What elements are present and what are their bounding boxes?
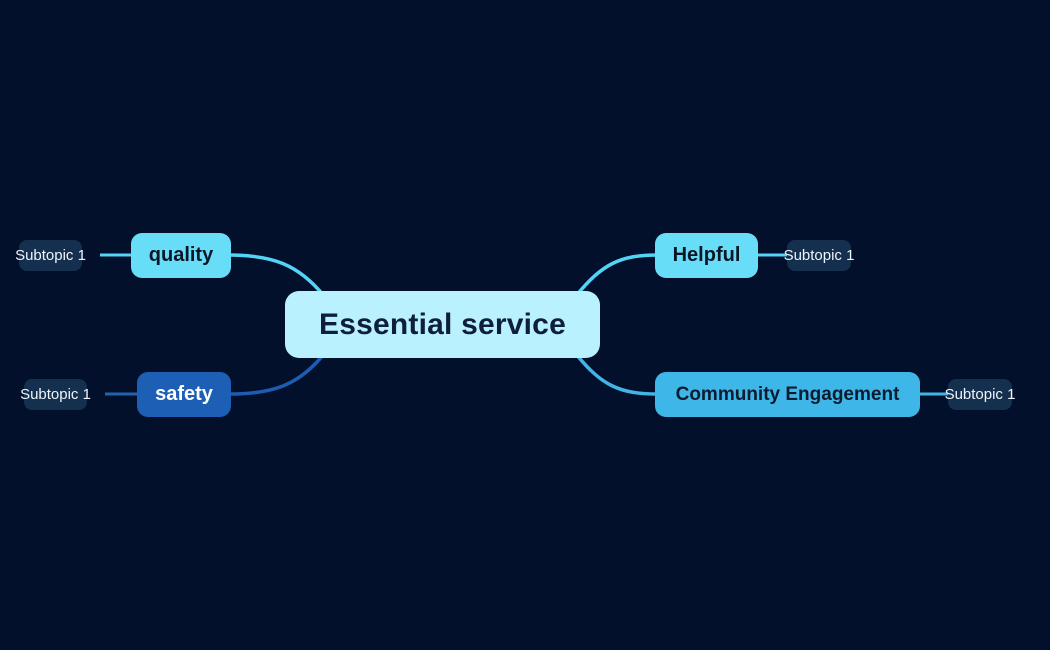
node-essential-service[interactable]: Essential service	[285, 291, 600, 358]
branch-curve-quality	[226, 253, 326, 298]
node-helpful-subtopic-1[interactable]: Subtopic 1	[784, 240, 854, 271]
node-safety-subtopic-1[interactable]: Subtopic 1	[20, 379, 91, 410]
node-quality-subtopic-1[interactable]: Subtopic 1	[15, 240, 86, 271]
branch-curve-helpful	[574, 253, 660, 298]
node-quality[interactable]: quality	[131, 233, 231, 278]
node-safety[interactable]: safety	[137, 372, 231, 417]
branch-curve-safety	[227, 352, 326, 396]
node-helpful[interactable]: Helpful	[655, 233, 758, 278]
branch-curve-community	[574, 352, 660, 396]
node-community-engagement[interactable]: Community Engagement	[655, 372, 920, 417]
node-community-engagement-subtopic-1[interactable]: Subtopic 1	[945, 379, 1015, 410]
